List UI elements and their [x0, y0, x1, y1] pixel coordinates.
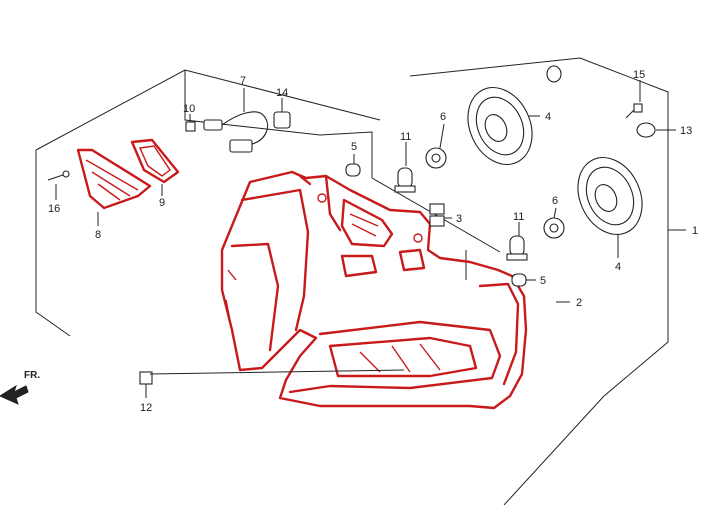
headlight-housing-part-2: [220, 170, 528, 410]
socket-wire-part-7: [203, 88, 269, 153]
callout-12: 12: [140, 402, 152, 414]
front-direction-arrow: FR.: [0, 370, 40, 405]
front-direction-label: FR.: [24, 370, 40, 381]
trim-part-9: [130, 138, 180, 196]
callout-3: 3: [456, 213, 462, 225]
screw-part-15: [625, 80, 643, 119]
callout-11-lower: 11: [513, 211, 524, 223]
grommet-part-13: [636, 122, 676, 138]
callout-4-lower: 4: [615, 261, 621, 273]
callout-1: 1: [692, 225, 698, 237]
callout-8: 8: [95, 229, 101, 241]
callout-4-upper: 4: [545, 111, 551, 123]
callout-5-upper: 5: [351, 141, 357, 153]
clip-part-3: [429, 203, 452, 227]
nut-part-12: [139, 371, 153, 398]
bolt-part-10: [185, 114, 196, 132]
side-lens-part-8: [76, 148, 152, 226]
callout-15: 15: [633, 69, 645, 81]
callout-13: 13: [680, 125, 692, 137]
callout-14: 14: [276, 87, 288, 99]
callout-2: 2: [576, 297, 582, 309]
callout-5-lower: 5: [540, 275, 546, 287]
callout-6-lower: 6: [552, 195, 558, 207]
grommet-top: [546, 65, 562, 83]
callout-10: 10: [183, 103, 195, 115]
callout-7: 7: [240, 75, 246, 87]
callout-9: 9: [159, 197, 165, 209]
grommet-part-5-lower: [511, 273, 536, 287]
dust-cover-part-4-lower: [577, 157, 643, 258]
dust-cover-part-4-upper: [467, 87, 540, 165]
socket-part-6-lower: [543, 207, 565, 239]
bulb-part-11-upper: [394, 142, 416, 193]
screw-part-16: [47, 170, 70, 200]
socket-part-6-upper: [425, 123, 447, 169]
callout-16: 16: [48, 203, 60, 215]
clip-part-14: [273, 98, 291, 129]
assembly-frame: [35, 57, 669, 505]
bulb-part-11-lower: [506, 222, 528, 261]
grommet-part-5-upper: [345, 154, 361, 177]
callout-11-upper: 11: [400, 131, 411, 143]
callout-6-upper: 6: [440, 111, 446, 123]
